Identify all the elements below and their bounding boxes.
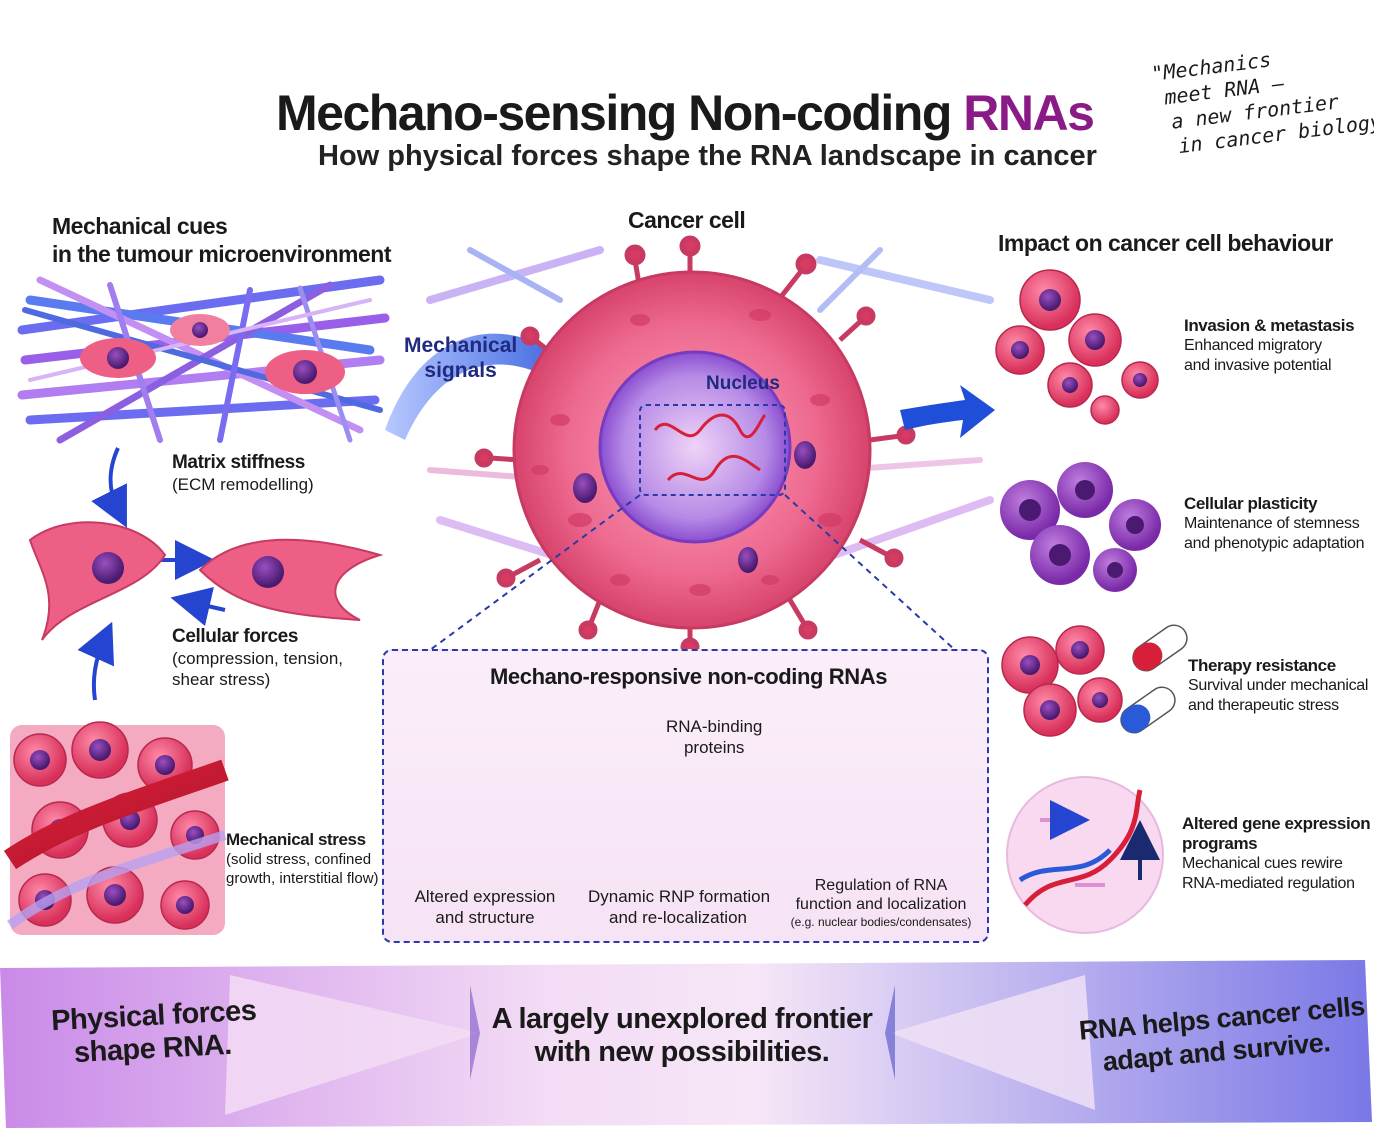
box-item-line: and re-localization (609, 908, 747, 927)
left-heading-line: Mechanical cues (52, 213, 228, 239)
box-item-line: Altered expression (414, 887, 556, 906)
left-heading-line: in the tumour microenvironment (52, 241, 391, 267)
impact-desc-line: Survival under mechanical (1188, 677, 1369, 694)
rna-binding-proteins-label: RNA-binding proteins (666, 716, 762, 758)
impact-item-therapy: Therapy resistance Survival under mechan… (1188, 656, 1368, 716)
right-section-heading: Impact on cancer cell behaviour (998, 230, 1333, 256)
zoom-connector-lines (429, 494, 956, 651)
matrix-stiffness-title: Matrix stiffness (172, 452, 305, 473)
banner-line: with new possibilities. (534, 1036, 830, 1068)
box-item-line: Regulation of RNA (814, 877, 948, 894)
impact-arrow (900, 385, 995, 438)
invasion-cluster-illustration (995, 269, 1159, 425)
box-item-line: and structure (435, 908, 535, 927)
impact-item-invasion: Invasion & metastasis Enhanced migratory… (1184, 316, 1355, 376)
impact-title: Therapy resistance (1188, 656, 1336, 675)
banner-left-text: Physical forces shape RNA. (50, 995, 257, 1071)
impact-desc-line: Mechanical cues rewire (1182, 855, 1343, 872)
migrating-cells-illustration (28, 521, 384, 641)
page-title: Mechano-sensing Non-coding RNAs (276, 84, 1095, 142)
page-title-main: Mechano-sensing Non-coding (276, 85, 964, 141)
matrix-stiffness-label: Matrix stiffness (ECM remodelling) (172, 452, 314, 495)
mechanical-signals-line: Mechanical (404, 334, 518, 357)
mechanical-signals-label: Mechanical signals (404, 333, 517, 383)
gene-expression-illustration (1006, 776, 1164, 934)
box-item-rnp: Dynamic RNP formation and re-localizatio… (588, 886, 771, 928)
banner-line: A largely unexplored frontier (491, 1003, 873, 1035)
box-item-note: (e.g. nuclear bodies/condensates) (790, 915, 972, 929)
page-subtitle: How physical forces shape the RNA landsc… (318, 140, 1097, 172)
ecm-fiber-mesh-illustration (17, 275, 390, 444)
box-item-expression: Altered expression and structure (410, 886, 560, 928)
impact-item-plasticity: Cellular plasticity Maintenance of stemn… (1184, 494, 1365, 554)
rbp-label-line: RNA-binding (666, 717, 763, 736)
impact-desc-line: and therapeutic stress (1188, 697, 1339, 714)
pill-capsule-icon (1120, 624, 1188, 734)
impact-desc-line: and invasive potential (1184, 357, 1332, 374)
cell-surrounding-fibers (426, 246, 994, 574)
therapy-resistance-illustration (1001, 624, 1188, 737)
cellular-forces-label: Cellular forces (compression, tension, s… (172, 626, 343, 690)
cellular-forces-desc-line: shear stress) (172, 670, 271, 689)
page-title-accent: RNAs (963, 85, 1095, 141)
impact-desc-line: Enhanced migratory (1184, 337, 1322, 354)
plasticity-cluster-illustration (1000, 462, 1161, 592)
impact-item-gene-expression: Altered gene expression programs Mechani… (1182, 814, 1371, 894)
impact-title-line: Altered gene expression (1182, 814, 1371, 833)
bottom-banner-illustration (0, 960, 1372, 1128)
cancer-cell-heading: Cancer cell (628, 207, 746, 233)
matrix-stiffness-desc: (ECM remodelling) (172, 475, 314, 494)
cellular-forces-title: Cellular forces (172, 626, 298, 647)
banner-center-text: A largely unexplored frontier with new p… (462, 1003, 902, 1069)
mechanical-stress-title: Mechanical stress (226, 830, 366, 849)
nucleus-label: Nucleus (706, 373, 780, 394)
mechanical-stress-desc-line: (solid stress, confined (226, 851, 372, 868)
cancer-cell-illustration (474, 235, 916, 657)
left-section-heading: Mechanical cues in the tumour microenvir… (52, 212, 391, 268)
impact-title: Invasion & metastasis (1184, 316, 1355, 335)
left-flow-arrows (77, 447, 226, 701)
impact-desc-line: and phenotypic adaptation (1184, 535, 1365, 552)
impact-desc-line: RNA-mediated regulation (1182, 875, 1355, 892)
impact-title-line: programs (1182, 834, 1258, 853)
ncRNA-box-title: Mechano-responsive non-coding RNAs (490, 664, 888, 689)
rbp-label-line: proteins (683, 738, 745, 757)
impact-desc-line: Maintenance of stemness (1184, 515, 1360, 532)
impact-title: Cellular plasticity (1184, 494, 1318, 513)
mechanical-stress-label: Mechanical stress (solid stress, confine… (226, 830, 379, 888)
box-item-line: function and localization (795, 896, 967, 913)
box-item-regulation: Regulation of RNA function and localizat… (778, 876, 984, 930)
tumour-tissue-illustration (3, 721, 229, 935)
ncRNA-callout-box (382, 649, 989, 943)
mechanical-signals-line: signals (424, 359, 497, 382)
mechanical-stress-desc-line: growth, interstitial flow) (226, 870, 379, 887)
box-item-line: Dynamic RNP formation (588, 887, 771, 906)
cellular-forces-desc-line: (compression, tension, (172, 649, 344, 668)
